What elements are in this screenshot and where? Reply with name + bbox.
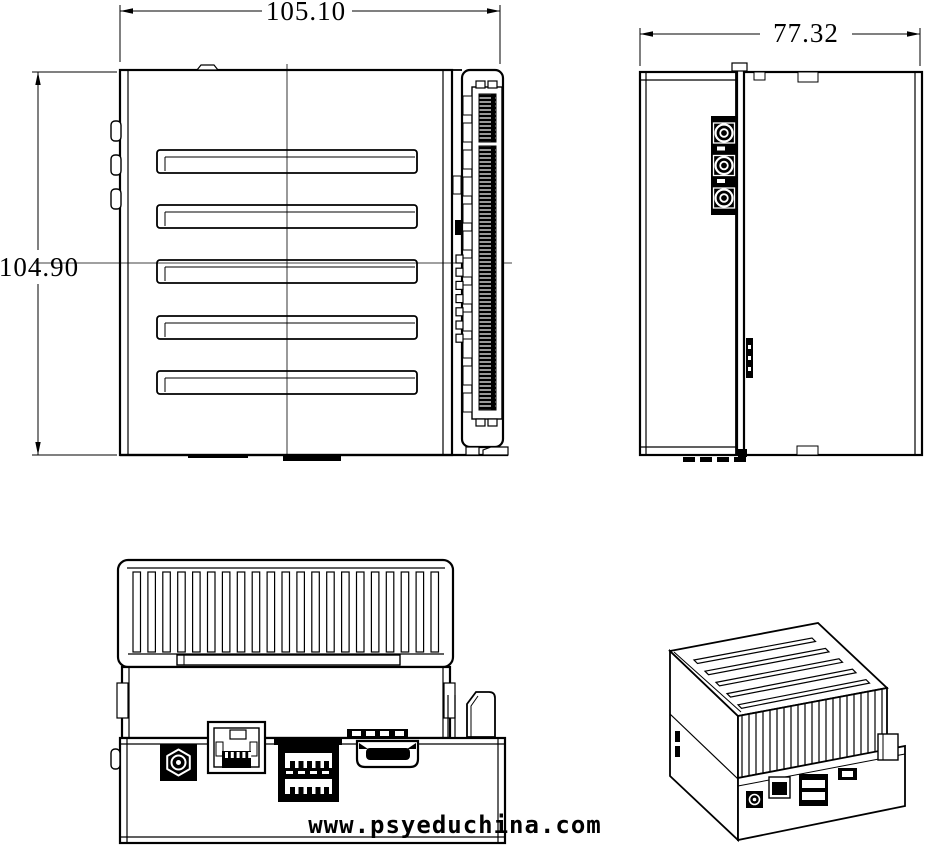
isometric-view bbox=[668, 622, 906, 843]
side-view: 77.32 bbox=[638, 18, 924, 462]
side-width-label: 77.32 bbox=[773, 18, 839, 48]
iso-latch bbox=[877, 733, 899, 761]
watermark: www.psyeduchina.com bbox=[308, 811, 602, 839]
heatsink-fins bbox=[132, 571, 440, 653]
top-notch-1 bbox=[753, 71, 766, 81]
side-body-section bbox=[742, 70, 924, 457]
power-jack bbox=[160, 744, 197, 781]
ethernet-contacts bbox=[225, 752, 252, 758]
side-tabs bbox=[110, 120, 122, 210]
dimension-width: 105.10 bbox=[119, 0, 501, 64]
connector-clips bbox=[462, 95, 473, 413]
usb-ports bbox=[274, 737, 342, 802]
pin-field-upper bbox=[478, 93, 497, 143]
dimension-height: 104.90 bbox=[0, 71, 117, 456]
flange-switch bbox=[746, 338, 753, 378]
top-notch-2 bbox=[797, 71, 819, 83]
middle-body bbox=[116, 665, 456, 740]
hdmi-port bbox=[355, 739, 420, 769]
din-rail-clip bbox=[188, 454, 341, 461]
connector-contacts bbox=[455, 254, 464, 343]
heatsink bbox=[116, 558, 455, 669]
front-width-label: 105.10 bbox=[266, 0, 346, 26]
front-height-label: 104.90 bbox=[0, 252, 79, 282]
bottom-pins bbox=[683, 457, 746, 462]
iso-ports bbox=[746, 768, 857, 808]
front-view: 105.10 104.90 bbox=[0, 0, 512, 461]
circular-connectors bbox=[711, 116, 737, 215]
ethernet-port bbox=[206, 720, 267, 775]
usb-contacts bbox=[286, 761, 329, 794]
pin-field-lower bbox=[478, 145, 497, 411]
iso-heatsink-fins bbox=[741, 688, 883, 778]
bottom-view bbox=[110, 558, 507, 845]
watermark-text: www.psyeduchina.com bbox=[308, 811, 602, 839]
backplane-connector bbox=[452, 68, 505, 449]
dimension-depth: 77.32 bbox=[639, 18, 921, 66]
bottom-notch bbox=[796, 445, 819, 456]
iso-vent-slots bbox=[692, 637, 871, 709]
bottom-feet bbox=[465, 446, 509, 456]
io-strip bbox=[347, 729, 408, 738]
top-tab bbox=[195, 64, 220, 71]
